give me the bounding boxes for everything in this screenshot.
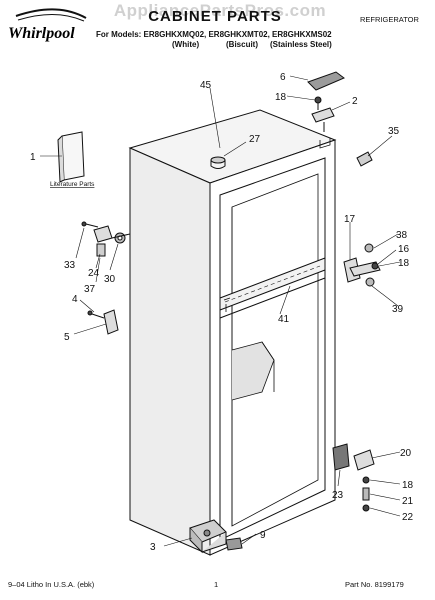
callout-18-top: 18 <box>275 92 287 103</box>
variant-stainless: (Stainless Steel) <box>270 40 332 49</box>
callout-16: 16 <box>398 244 410 255</box>
cabinet-body <box>128 109 337 556</box>
callout-labels: 45 6 18 2 35 1 27 33 24 37 30 4 5 41 17 … <box>30 72 414 553</box>
footer-print-note: 9–04 Litho In U.S.A. (ebk) <box>8 580 95 589</box>
variant-biscuit: (Biscuit) <box>226 40 258 49</box>
callout-35: 35 <box>388 126 400 137</box>
callout-17: 17 <box>344 214 356 225</box>
leader-lines <box>40 75 401 547</box>
callout-4: 4 <box>72 294 78 305</box>
callout-3: 3 <box>150 542 156 553</box>
callout-18-mid: 18 <box>398 258 410 269</box>
center-hinge <box>343 243 381 287</box>
top-hinge <box>311 107 335 132</box>
watermark: AppliancePartsPros.com <box>113 1 327 20</box>
callout-33: 33 <box>64 260 76 271</box>
door-stop-4-5 <box>87 309 119 335</box>
callout-6: 6 <box>280 72 286 83</box>
callout-39: 39 <box>392 304 404 315</box>
callout-30: 30 <box>104 274 116 285</box>
callout-41: 41 <box>278 314 290 325</box>
callout-24: 24 <box>88 268 100 279</box>
whirlpool-logo: Whirlpool <box>8 8 87 42</box>
footer-part-number: Part No. 8199179 <box>345 580 404 589</box>
callout-1: 1 <box>30 152 36 163</box>
literature-parts-label: Literature Parts <box>50 181 95 188</box>
callout-21: 21 <box>402 496 414 507</box>
callout-18-bottom: 18 <box>402 480 414 491</box>
bottom-hinge <box>332 443 375 512</box>
roller-leveler <box>189 519 243 554</box>
callout-38: 38 <box>396 230 408 241</box>
models-line: For Models: ER8GHKXMQ02, ER8GHKXMT02, ER… <box>96 30 332 39</box>
category-label: REFRIGERATOR <box>360 15 419 24</box>
callout-37: 37 <box>84 284 96 295</box>
bracket-35 <box>356 151 373 167</box>
callout-45: 45 <box>200 80 212 91</box>
callout-27: 27 <box>249 134 261 145</box>
page-title: CABINET PARTS <box>148 8 282 25</box>
footer-page-number: 1 <box>214 580 219 589</box>
callout-9: 9 <box>260 530 266 541</box>
top-plug <box>210 156 226 169</box>
callout-2: 2 <box>352 96 358 107</box>
callout-23: 23 <box>332 490 344 501</box>
variant-white: (White) <box>172 40 200 49</box>
callout-20: 20 <box>400 448 412 459</box>
callout-5: 5 <box>64 332 70 343</box>
hinge-cover-cap <box>307 71 345 91</box>
screw-top-hinge <box>314 96 322 110</box>
callout-22: 22 <box>402 512 414 523</box>
brand-name: Whirlpool <box>8 25 75 42</box>
handle-hardware-left <box>81 221 131 257</box>
literature-booklet <box>57 131 85 183</box>
